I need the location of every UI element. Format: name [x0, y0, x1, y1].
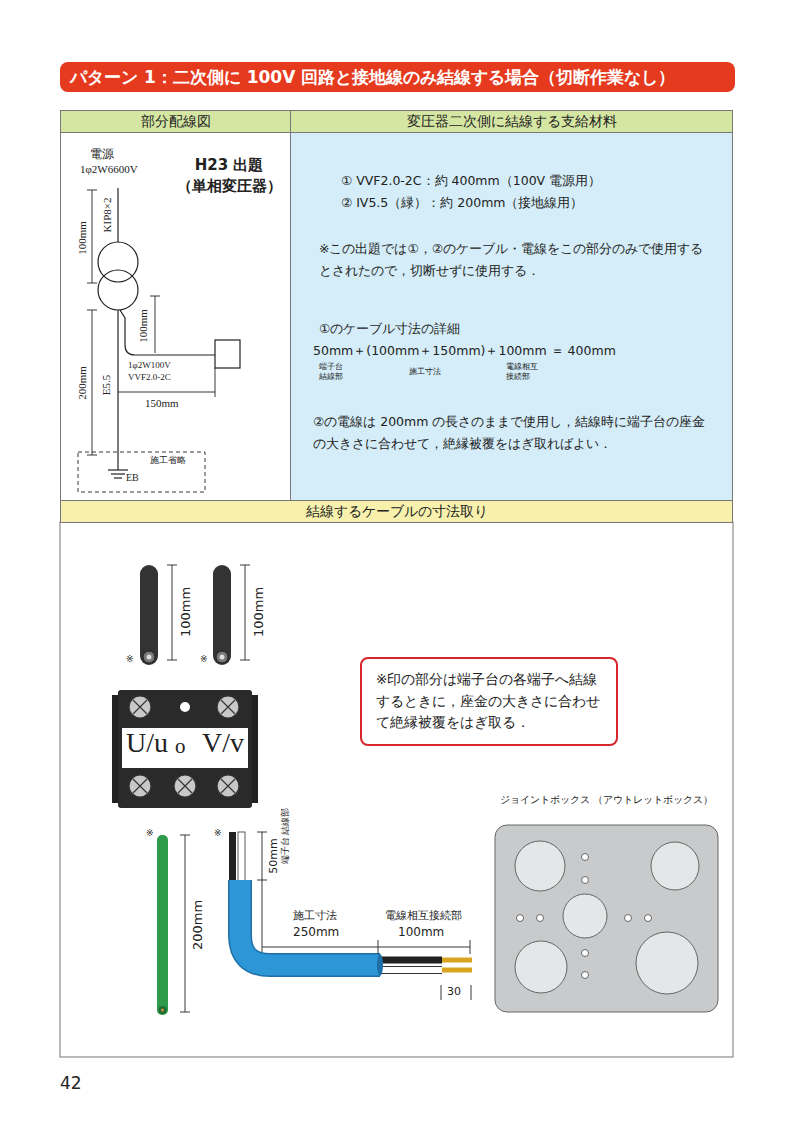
label: 100mm [179, 587, 194, 637]
label: 30 [447, 986, 461, 999]
label: 250mm [293, 926, 339, 940]
node-text: ②の電線は 200mm の長さのままで使用し，結線時に端子台の座金の大きさに合わ… [313, 411, 713, 455]
header-cell: 変圧器二次側に結線する支給材料 [290, 110, 733, 133]
header-cell: 部分配線図 [60, 110, 291, 133]
node-text: 端子台 結線部 [319, 362, 353, 381]
materials-panel: ① VVF2.0-2C：約 400mm（100V 電源用） ② IV5.5（緑）：… [290, 132, 733, 501]
terminal-block: U/u o V/v [118, 690, 252, 808]
label: 端子台 結線部 [280, 808, 290, 865]
label: 1φ2W100V [128, 360, 171, 370]
node-text: 施工寸法 [409, 366, 469, 377]
node-text: H23 出題 （単相変圧器） [173, 155, 285, 197]
node-text: 50mm＋(100mm＋150mm)＋100mm ＝ 400mm [313, 343, 713, 360]
node-text: ①のケーブル寸法の詳細 [319, 321, 709, 338]
label: VVF2.0-2C [128, 372, 171, 382]
label: 50mm [268, 838, 281, 873]
node-text: V/v [202, 726, 244, 760]
section-band: 結線するケーブルの寸法取り [60, 500, 733, 523]
label: ※ [126, 654, 134, 664]
label: 100mm [137, 309, 150, 343]
node-text: ※この出題では①，②のケーブル・電線をこの部分のみで使用するとされたので，切断せ… [319, 238, 714, 282]
label: 200mm [76, 366, 89, 400]
label: 100mm [398, 926, 444, 940]
label: 100mm [252, 587, 267, 637]
label: E5.5 [100, 375, 113, 395]
node-text: ジョイントボックス （アウトレットボックス） [495, 793, 718, 807]
label: 施工省略 [150, 455, 186, 465]
diagram-cell: H23 出題 （単相変圧器） [60, 132, 291, 501]
label: ※ [200, 654, 208, 664]
node-text: 変圧器二次側に結線する支給材料 [407, 113, 617, 131]
label: 100mm [76, 221, 89, 255]
node-text: U/u [126, 726, 168, 760]
label: ※ [146, 828, 154, 838]
node-text: ② IV5.5（緑）：約 200mm（接地線用） [341, 195, 731, 212]
note-box: ※印の部分は端子台の各端子へ結線するときに，座金の大きさに合わせて絶縁被覆をはぎ… [360, 657, 618, 746]
node-text: o [175, 734, 186, 759]
label: EB [126, 472, 139, 484]
label: 150mm [145, 397, 179, 410]
node-text: 部分配線図 [141, 113, 211, 131]
label: ※ [214, 828, 222, 838]
junction-box: ジョイントボックス （アウトレットボックス） [495, 793, 718, 823]
node-text: ※印の部分は端子台の各端子へ結線するときに，座金の大きさに合わせて絶縁被覆をはぎ… [376, 669, 602, 734]
node-text: ① VVF2.0-2C：約 400mm（100V 電源用） [341, 173, 731, 190]
label: 200mm [191, 900, 206, 950]
label: KIP8×2 [101, 198, 114, 233]
label: 1φ2W6600V [80, 163, 138, 176]
label: 施工寸法 [293, 910, 337, 923]
page-number: 42 [60, 1074, 82, 1094]
label: 電源 [90, 148, 114, 162]
node-text: 結線するケーブルの寸法取り [306, 503, 488, 521]
label: 電線相互接続部 [385, 910, 462, 923]
title-band: パターン 1：二次側に 100V 回路と接地線のみ結線する場合（切断作業なし） [60, 62, 735, 92]
node-text: 電線相互 接続部 [506, 362, 540, 381]
